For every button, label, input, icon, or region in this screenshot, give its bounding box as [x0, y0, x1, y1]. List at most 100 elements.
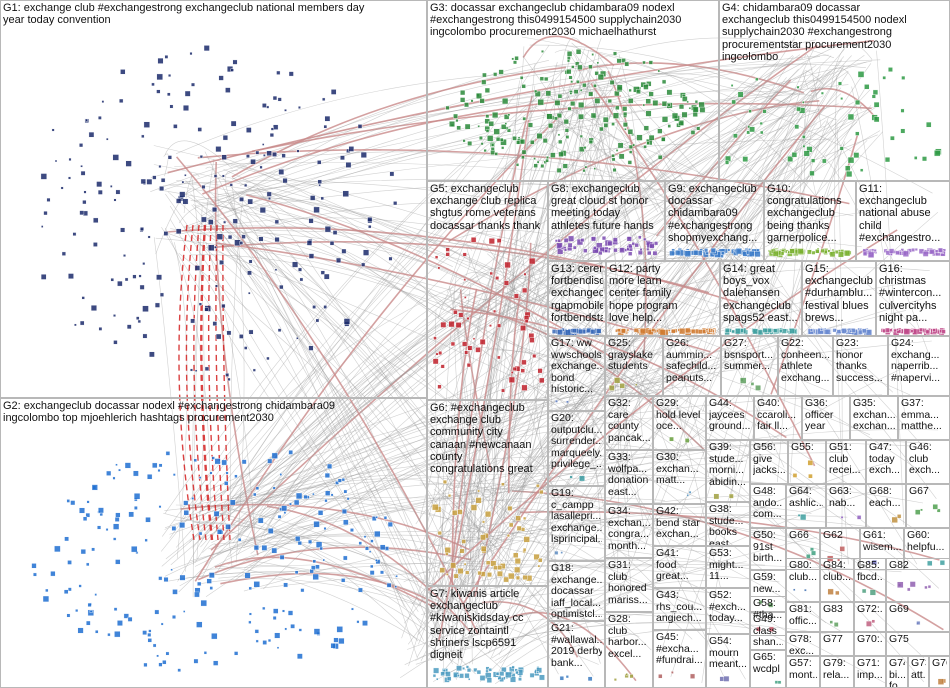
node [941, 329, 946, 334]
node [470, 237, 477, 243]
node-cluster-g11 [862, 247, 946, 258]
node [369, 570, 375, 576]
node [511, 665, 515, 669]
node [455, 118, 459, 123]
node [107, 633, 111, 637]
edge-line [215, 84, 849, 205]
node [473, 667, 478, 672]
edge-line [416, 36, 796, 658]
edge-line [204, 151, 453, 665]
node [514, 56, 519, 61]
node [919, 327, 923, 332]
edge-line [199, 578, 419, 606]
node [460, 90, 466, 96]
group-pane-g11: G11: exchangeclub national abuse child #… [856, 181, 950, 261]
node [520, 368, 525, 373]
node [197, 581, 202, 586]
node [566, 51, 573, 57]
node [253, 581, 260, 588]
node [297, 653, 303, 660]
group-label-g58: G58: #tha... [753, 598, 783, 621]
node [149, 351, 155, 358]
node [618, 153, 625, 160]
node [177, 668, 182, 672]
node [295, 536, 301, 542]
node-cluster-g7 [432, 665, 545, 683]
node [577, 64, 583, 71]
node [607, 240, 613, 246]
edge-line [205, 242, 256, 545]
group-pane-g16: G16: christmas #wintercon... culvercityh… [876, 261, 950, 336]
edge-line [441, 280, 809, 673]
node [320, 270, 325, 275]
node [540, 164, 545, 168]
node [365, 546, 369, 551]
node [254, 629, 259, 634]
node [383, 516, 388, 520]
node [268, 197, 271, 201]
group-pane-g55: G55: [788, 440, 826, 484]
node [710, 328, 714, 332]
node [594, 71, 599, 76]
node [201, 184, 206, 189]
node [214, 458, 221, 465]
node [168, 73, 172, 77]
node [445, 671, 451, 677]
edge-line [487, 349, 664, 405]
node [497, 570, 503, 577]
node [323, 273, 330, 280]
edge-line [491, 481, 845, 659]
node [253, 545, 260, 551]
node [501, 388, 505, 393]
node [882, 75, 886, 80]
node [370, 539, 374, 543]
node [456, 125, 461, 131]
edge-line [190, 172, 205, 559]
node [833, 622, 839, 627]
node [351, 607, 354, 611]
node [576, 79, 580, 84]
node [67, 560, 72, 565]
node [225, 87, 231, 93]
node [495, 136, 501, 142]
node [201, 216, 207, 223]
node [513, 60, 517, 65]
node [54, 159, 58, 163]
node [564, 128, 569, 133]
node [445, 573, 449, 576]
node [140, 227, 145, 232]
node [479, 136, 483, 140]
group-label-g43: G43: rhs_cou... angiech... [656, 590, 703, 625]
node [613, 51, 618, 56]
node [556, 167, 562, 173]
node [127, 616, 133, 622]
node [80, 164, 83, 168]
group-label-g82: G82 [889, 560, 909, 571]
node [534, 90, 541, 97]
edge-line [448, 229, 570, 242]
edge-line [576, 107, 632, 593]
node [64, 536, 69, 542]
node [160, 622, 164, 626]
edge-line [486, 71, 831, 534]
node [536, 160, 540, 164]
node [295, 492, 303, 500]
edge-line [174, 242, 188, 559]
group-pane-g28: G28: club harbor... excel... [605, 612, 653, 688]
node [565, 135, 570, 139]
node [822, 158, 827, 164]
node [934, 149, 941, 157]
node [252, 368, 256, 372]
group-pane-g21: G21: #wallawal... 2019 derby bank... [548, 621, 605, 688]
node [501, 482, 505, 486]
node [198, 476, 202, 479]
node [647, 250, 652, 256]
edge-line [166, 227, 739, 304]
node [692, 106, 699, 113]
node [159, 292, 165, 297]
edge-line [177, 571, 640, 637]
edge-line [171, 497, 665, 570]
node [457, 674, 460, 677]
node [230, 68, 234, 72]
node [156, 654, 159, 658]
